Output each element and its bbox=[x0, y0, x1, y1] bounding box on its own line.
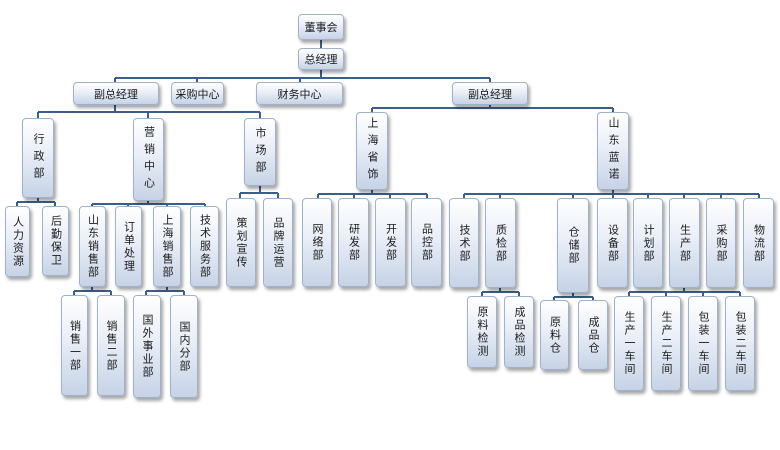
node-quality-control: 品控部 bbox=[411, 198, 442, 287]
connector-line bbox=[145, 287, 185, 295]
node-planning-publicity: 策划宣传 bbox=[226, 198, 256, 287]
node-international: 国外事业部 bbox=[133, 295, 161, 398]
node-rnd: 研发部 bbox=[338, 198, 369, 287]
node-shandong-lannuo: 山东蓝诺 bbox=[597, 112, 629, 190]
connector-line bbox=[91, 201, 206, 206]
connector-line bbox=[37, 105, 261, 118]
node-tech-service: 技术服务部 bbox=[190, 206, 219, 287]
node-market: 市场部 bbox=[244, 118, 276, 186]
node-general-manager: 总经理 bbox=[298, 48, 344, 70]
node-procurement: 采购部 bbox=[706, 198, 736, 288]
node-order-processing: 订单处理 bbox=[115, 206, 142, 287]
connector-line bbox=[481, 288, 520, 296]
node-vice-gm-left: 副总经理 bbox=[73, 82, 159, 105]
node-logistics-security: 后勤保卫 bbox=[42, 206, 69, 276]
node-network: 网络部 bbox=[302, 198, 332, 287]
node-quality-inspection: 质检部 bbox=[485, 198, 516, 288]
node-production: 生产部 bbox=[669, 198, 700, 288]
node-sales-dept-2: 销售二部 bbox=[97, 295, 125, 396]
connector-line bbox=[317, 190, 428, 198]
node-warehousing: 仓储部 bbox=[557, 198, 589, 293]
node-purchasing-center: 采购中心 bbox=[171, 82, 224, 105]
node-shanghai-sales: 上海销售部 bbox=[153, 206, 181, 287]
node-planning-dept: 计划部 bbox=[633, 198, 663, 288]
connector-line bbox=[16, 198, 56, 206]
node-raw-material-testing: 原料检测 bbox=[467, 296, 497, 368]
node-raw-material-warehouse: 原料仓 bbox=[540, 300, 569, 370]
node-marketing-center: 营销中心 bbox=[133, 118, 164, 201]
node-production-workshop-2: 生产二车间 bbox=[651, 296, 681, 391]
node-product-testing: 成品检测 bbox=[504, 296, 534, 368]
node-production-workshop-1: 生产一车间 bbox=[614, 296, 644, 391]
node-technology: 技术部 bbox=[449, 198, 479, 288]
node-shanghai-yingshi: 上海省饰 bbox=[356, 112, 388, 190]
connector-line bbox=[239, 186, 279, 198]
node-admin: 行政部 bbox=[22, 118, 54, 198]
connector-line bbox=[73, 287, 112, 295]
connector-line bbox=[628, 288, 741, 296]
node-packaging-workshop-2: 包装二车间 bbox=[725, 296, 755, 391]
connector-line bbox=[553, 293, 594, 300]
node-development: 开发部 bbox=[375, 198, 406, 287]
node-shandong-sales: 山东销售部 bbox=[79, 206, 106, 287]
node-board: 董事会 bbox=[298, 14, 344, 40]
node-hr: 人力资源 bbox=[5, 206, 30, 277]
node-domestic-branch: 国内分部 bbox=[170, 295, 198, 398]
node-packaging-workshop-1: 包装一车间 bbox=[688, 296, 718, 391]
node-logistics-dept: 物流部 bbox=[743, 198, 774, 288]
connector-line bbox=[463, 190, 760, 198]
node-sales-dept-1: 销售一部 bbox=[61, 295, 88, 396]
node-vice-gm-right: 副总经理 bbox=[452, 82, 528, 105]
node-equipment: 设备部 bbox=[597, 198, 628, 288]
connector-line bbox=[371, 105, 614, 112]
connector-line bbox=[114, 70, 491, 82]
node-brand-operations: 品牌运营 bbox=[263, 198, 293, 287]
node-finance-center: 财务中心 bbox=[256, 82, 343, 105]
node-product-warehouse: 成品仓 bbox=[578, 300, 608, 370]
